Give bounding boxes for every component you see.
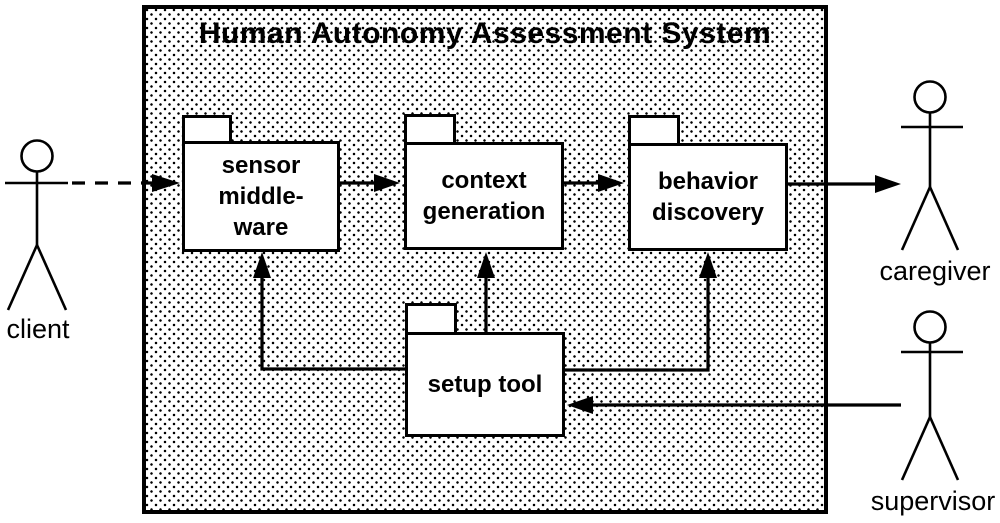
client-head <box>20 139 54 173</box>
package-tab-setup-tool <box>405 303 457 335</box>
client-leg-left <box>6 244 39 311</box>
package-setup-tool: setup tool <box>405 332 565 437</box>
caregiver-leg-right <box>928 186 960 251</box>
arrowhead-right <box>875 175 901 193</box>
actor-label-caregiver: caregiver <box>879 256 991 286</box>
package-label-line: behavior <box>657 168 759 195</box>
system-title: Human Autonomy Assessment System <box>198 17 772 50</box>
package-behavior-discovery: behavior discovery <box>628 143 788 251</box>
caregiver-leg-left <box>900 186 932 251</box>
package-label-line: generation <box>422 198 546 225</box>
package-tab-context-generation <box>404 114 456 145</box>
package-label-line: discovery <box>651 199 765 226</box>
package-label-line: context <box>441 167 527 194</box>
actor-label-supervisor: supervisor <box>870 486 996 516</box>
client-actor-icon <box>5 139 68 311</box>
package-tab-sensor-middleware <box>182 115 232 144</box>
package-label-line: middle- <box>218 183 304 210</box>
supervisor-actor-icon <box>900 310 963 481</box>
supervisor-leg-left <box>900 416 932 481</box>
actor-label-client: client <box>6 314 70 344</box>
package-sensor-middleware: sensor middle- ware <box>182 141 340 252</box>
package-label-line: sensor <box>221 152 301 179</box>
system-boundary-box <box>142 5 828 514</box>
caregiver-actor-icon <box>900 80 963 251</box>
supervisor-head <box>913 310 947 344</box>
supervisor-leg-right <box>928 416 960 481</box>
package-label-line: ware <box>233 214 289 241</box>
package-label-line: setup tool <box>427 371 543 398</box>
package-tab-behavior-discovery <box>628 115 680 146</box>
package-context-generation: context generation <box>404 142 564 250</box>
caregiver-head <box>913 80 947 114</box>
client-leg-right <box>35 244 68 311</box>
